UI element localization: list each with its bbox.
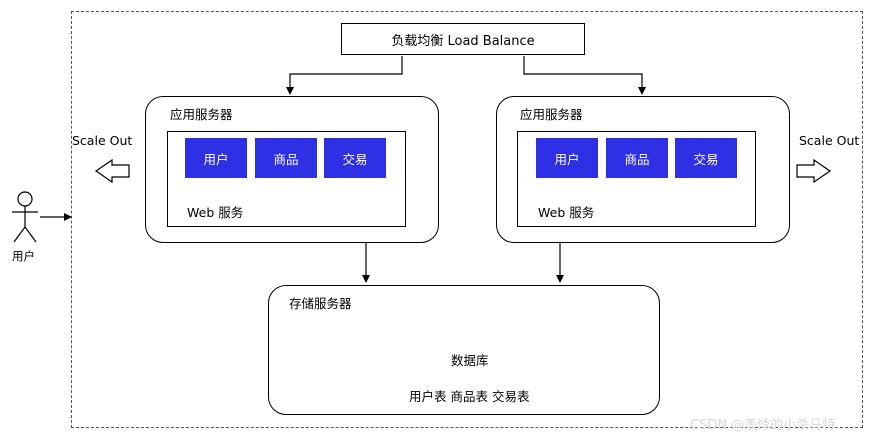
load-balancer-box: 负载均衡 Load Balance (341, 23, 585, 55)
scale-out-left-arrow-icon (94, 158, 130, 184)
module-user-right: 用户 (536, 138, 598, 178)
user-actor-icon (12, 191, 38, 243)
lb-to-right-server-arrow (523, 56, 646, 95)
storage-tables-label: 用户表 商品表 交易表 (409, 389, 530, 404)
scale-out-right-label: Scale Out (799, 133, 860, 148)
load-balancer-label: 负载均衡 Load Balance (391, 33, 535, 49)
scale-out-left-label: Scale Out (72, 133, 133, 148)
module-product-right: 商品 (606, 138, 668, 178)
storage-server (268, 285, 660, 415)
user-label: 用户 (12, 249, 35, 263)
app-server-right-title: 应用服务器 (520, 107, 583, 122)
database-label: 数据库 (451, 353, 489, 368)
module-product-left: 商品 (255, 138, 317, 178)
lb-to-left-server-arrow (286, 56, 403, 95)
module-trade-left: 交易 (324, 138, 386, 178)
web-service-right-label: Web 服务 (538, 205, 595, 220)
app-server-left-title: 应用服务器 (170, 107, 233, 122)
module-trade-right: 交易 (675, 138, 737, 178)
scale-out-right-arrow-icon (796, 158, 832, 184)
web-service-left-label: Web 服务 (187, 205, 244, 220)
module-user-left: 用户 (185, 138, 247, 178)
watermark-text: CSDN @羡悸的小杀马特. (690, 418, 840, 433)
storage-server-title: 存储服务器 (289, 296, 352, 311)
